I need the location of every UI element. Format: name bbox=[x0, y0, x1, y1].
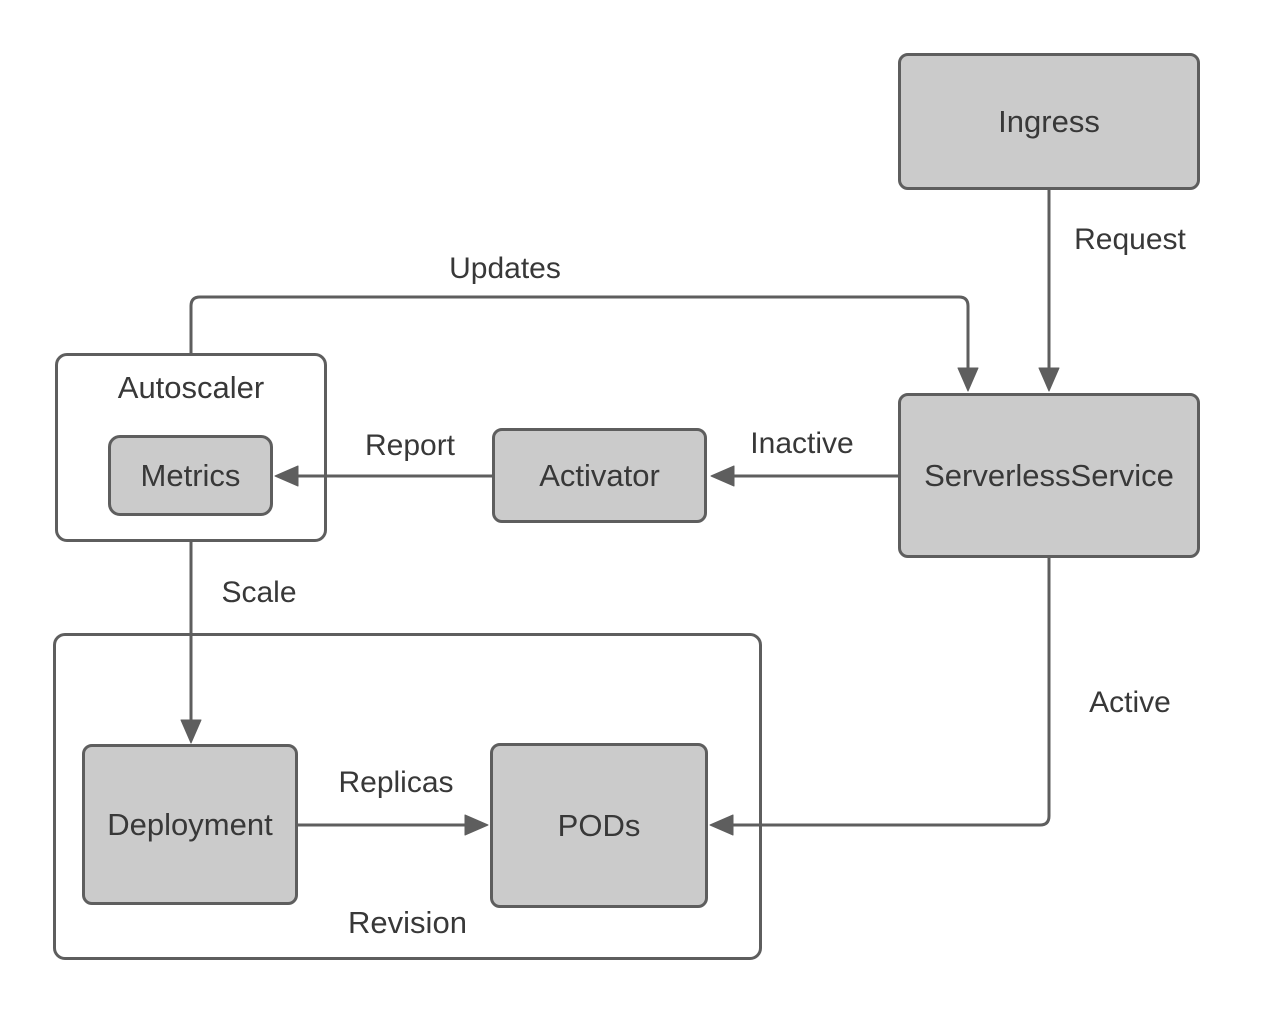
autoscaler-group-label: Autoscaler bbox=[117, 370, 265, 405]
activator-node: Activator bbox=[492, 428, 707, 523]
updates-edge-label: Updates bbox=[445, 252, 565, 286]
revision-group-label: Revision bbox=[348, 905, 467, 940]
deployment-node-label: Deployment bbox=[107, 806, 273, 842]
serverless-service-node-label: ServerlessService bbox=[924, 457, 1174, 493]
scale-edge-label: Scale bbox=[217, 576, 301, 610]
request-edge-label: Request bbox=[1070, 223, 1190, 257]
active-edge-label: Active bbox=[1085, 686, 1175, 720]
deployment-node: Deployment bbox=[82, 744, 298, 905]
metrics-node: Metrics bbox=[108, 435, 273, 516]
activator-node-label: Activator bbox=[539, 457, 660, 493]
request-arrow bbox=[1038, 190, 1060, 392]
pods-node: PODs bbox=[490, 743, 708, 908]
inactive-edge-label: Inactive bbox=[746, 427, 858, 461]
replicas-edge-label: Replicas bbox=[334, 766, 458, 800]
inactive-arrow bbox=[710, 465, 898, 487]
pods-node-label: PODs bbox=[557, 807, 641, 843]
report-edge-label: Report bbox=[360, 429, 460, 463]
ingress-node: Ingress bbox=[898, 53, 1200, 190]
metrics-node-label: Metrics bbox=[140, 457, 241, 493]
serverless-service-node: ServerlessService bbox=[898, 393, 1200, 558]
ingress-node-label: Ingress bbox=[998, 103, 1100, 139]
